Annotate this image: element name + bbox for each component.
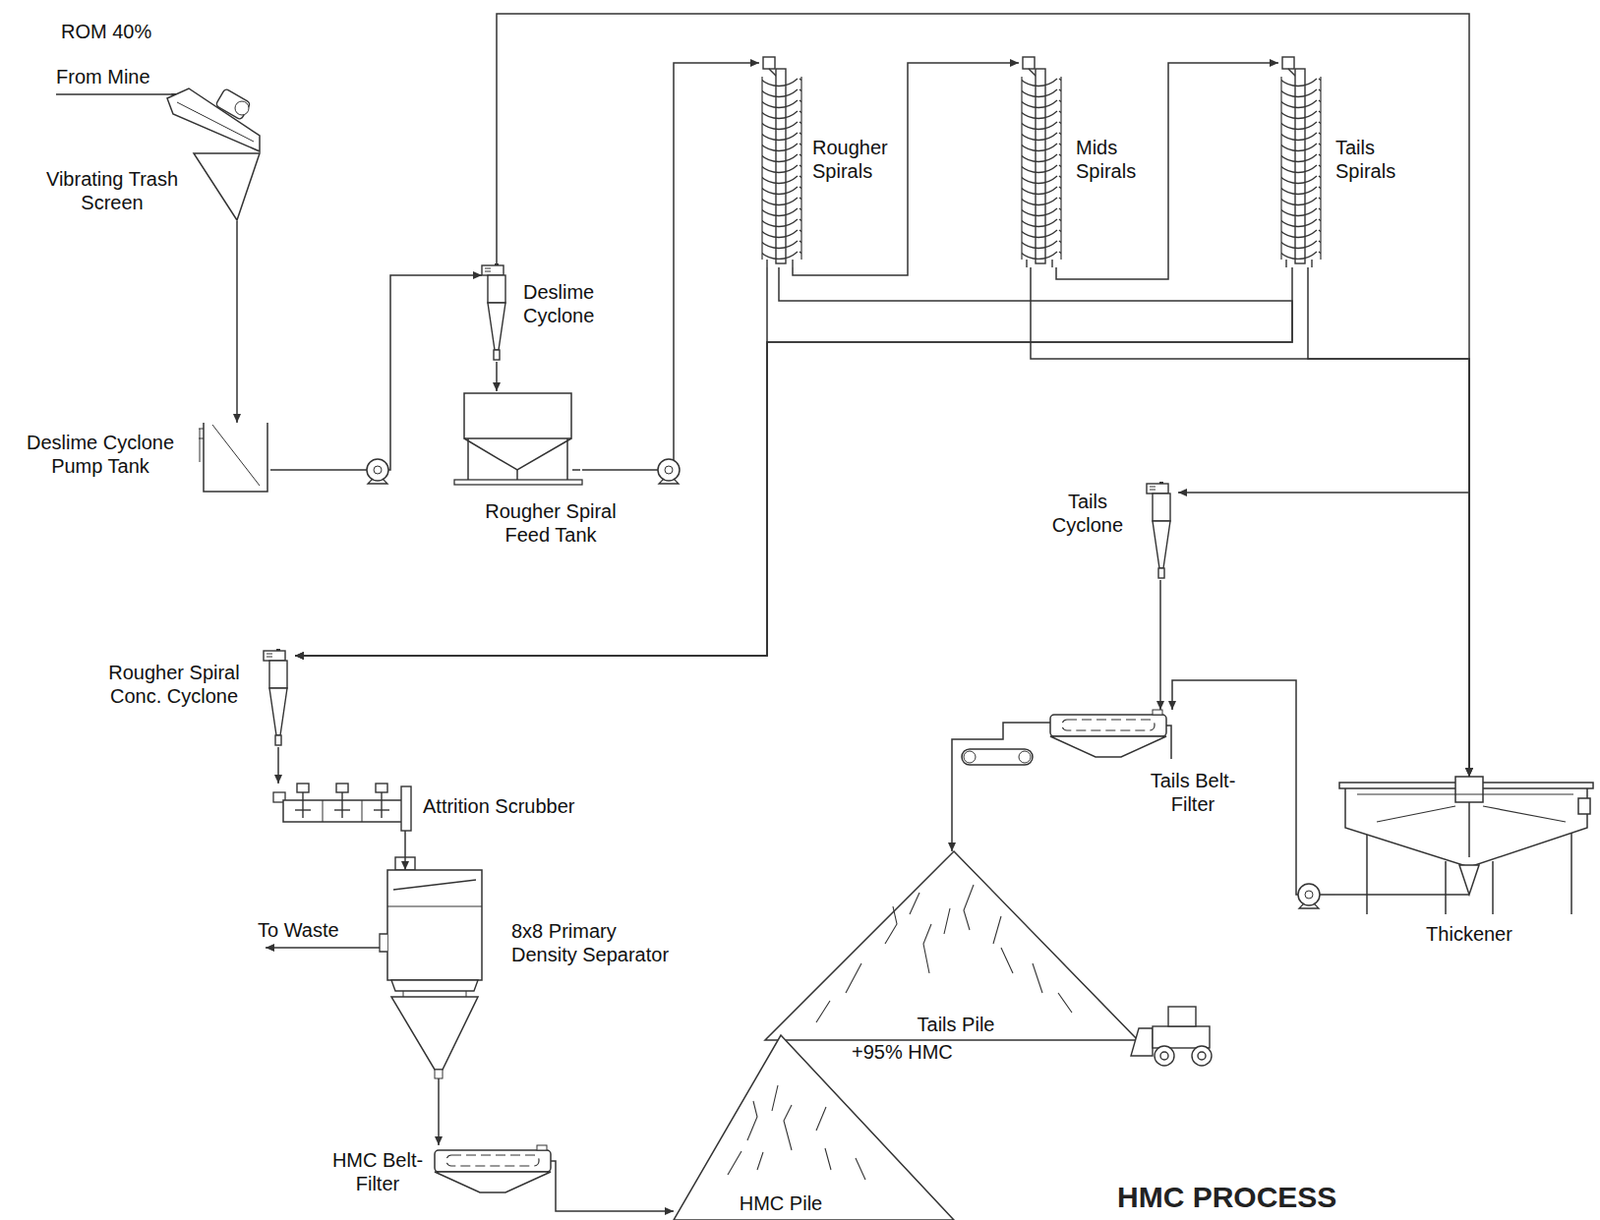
equipment-node: Rougher Spiral Feed Tank [454, 391, 583, 485]
equipment-label: 8x8 Primary Density Separator [511, 919, 684, 967]
flow-line [295, 267, 1293, 656]
annotation-label: From Mine [56, 64, 184, 89]
flow-line [295, 267, 768, 656]
flow-line [496, 13, 1470, 777]
equipment-node: Attrition Scrubber [273, 783, 412, 831]
equipment-label: Attrition Scrubber [422, 794, 640, 819]
equipment-node: Vibrating Trash Screen [167, 86, 261, 222]
flow-line [1056, 62, 1279, 280]
equipment-node: Mids Spirals [1018, 55, 1065, 268]
flow-line [1030, 267, 1470, 777]
annotation-label: To Waste [257, 918, 366, 943]
equipment-node: Tails Spirals [1278, 55, 1324, 268]
flow-line [277, 747, 280, 784]
flow-line [951, 722, 1051, 852]
flow-line [437, 1078, 440, 1146]
equipment-node: Tails Belt-Filter [1050, 710, 1177, 760]
equipment-label: Vibrating Trash Screen [33, 167, 191, 215]
equipment-label: HMC Belt-Filter [324, 1148, 431, 1196]
equipment-label: Rougher Spiral Conc. Cyclone [95, 660, 253, 709]
equipment-node: 8x8 Primary Density Separator [387, 870, 482, 1079]
flow-line [1307, 267, 1470, 777]
flow-line [555, 1194, 674, 1212]
equipment-node: +95% HMCHMC Pile [673, 1035, 954, 1220]
equipment-node: Rougher Spirals [759, 55, 805, 268]
equipment-node: Rougher Spiral Conc. Cyclone [263, 649, 296, 748]
equipment-label: Deslime Cyclone [523, 280, 632, 328]
flow-line [270, 275, 482, 471]
flow-line [1178, 492, 1470, 777]
equipment-label: +95% HMC [851, 1040, 980, 1065]
equipment-label: Rougher Spirals [812, 135, 901, 183]
annotation-label: ROM 40% [60, 19, 199, 44]
equipment-label: Thickener [1412, 922, 1527, 947]
equipment-label: HMC Pile [731, 1191, 830, 1216]
equipment-label: Tails Belt-Filter [1130, 769, 1255, 817]
equipment-label: Deslime Cyclone Pump Tank [13, 430, 187, 478]
equipment-label: Rougher Spiral Feed Tank [472, 499, 630, 547]
flow-line [404, 830, 407, 871]
flow-line [582, 62, 760, 471]
equipment-label: Mids Spirals [1075, 135, 1155, 183]
equipment-node: Deslime Cyclone [481, 263, 514, 362]
equipment-label: Tails Pile [896, 1012, 1015, 1037]
equipment-node: Tails Pile [765, 851, 1139, 1041]
flow-line [236, 221, 238, 423]
equipment-node: Tails Cyclone [1146, 481, 1179, 581]
flow-line [495, 361, 498, 392]
equipment-label: Tails Cyclone [1040, 489, 1135, 537]
flow-line [1159, 580, 1162, 711]
flow-line [792, 62, 1019, 276]
diagram-title: HMC PROCESS [1117, 1180, 1531, 1216]
equipment-label: Tails Spirals [1335, 135, 1415, 183]
flow-line [295, 267, 1293, 656]
equipment-node: Thickener [1335, 776, 1594, 915]
equipment-node: Deslime Cyclone Pump Tank [198, 422, 271, 492]
equipment-node: HMC Belt-Filter [434, 1145, 561, 1195]
